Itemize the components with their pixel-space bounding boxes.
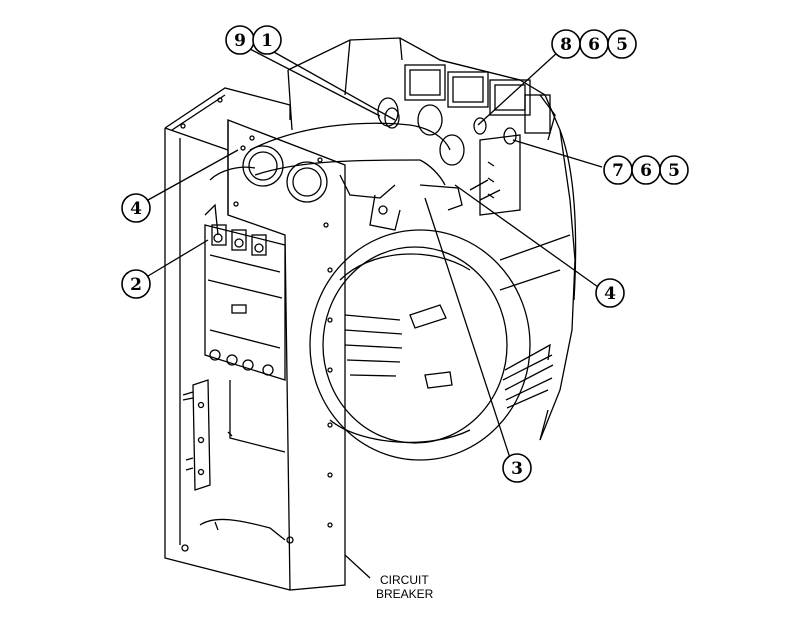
svg-text:2: 2 bbox=[130, 275, 142, 295]
callout-7: 7 bbox=[603, 155, 633, 185]
circuit-breaker bbox=[204, 224, 286, 453]
svg-text:8: 8 bbox=[560, 35, 572, 55]
svg-text:BREAKER: BREAKER bbox=[376, 587, 434, 601]
alternator-stator bbox=[204, 166, 531, 461]
generator-housing bbox=[287, 37, 577, 441]
svg-text:5: 5 bbox=[616, 35, 628, 55]
svg-text:9: 9 bbox=[234, 31, 246, 51]
leader-lines bbox=[147, 46, 603, 579]
svg-text:3: 3 bbox=[511, 459, 523, 479]
svg-text:5: 5 bbox=[668, 161, 680, 181]
callout-2: 2 bbox=[121, 269, 151, 299]
callout-1: 1 bbox=[252, 25, 282, 55]
control-enclosure bbox=[164, 87, 294, 591]
svg-text:6: 6 bbox=[588, 35, 600, 55]
harness-conduit bbox=[249, 97, 517, 231]
callout-5-top: 5 bbox=[607, 29, 637, 59]
callout-4-left: 4 bbox=[121, 193, 151, 223]
svg-text:1: 1 bbox=[261, 31, 273, 51]
callout-9: 9 bbox=[225, 25, 255, 55]
callout-4-right: 4 bbox=[595, 278, 625, 308]
callout-5-mid: 5 bbox=[659, 155, 689, 185]
svg-text:4: 4 bbox=[130, 199, 142, 219]
svg-text:6: 6 bbox=[640, 161, 652, 181]
callout-8: 8 bbox=[551, 29, 581, 59]
callout-3: 3 bbox=[502, 453, 532, 483]
callouts: 9 1 8 6 5 7 6 5 bbox=[121, 25, 689, 483]
svg-text:CIRCUIT: CIRCUIT bbox=[380, 573, 429, 587]
callout-6-mid: 6 bbox=[631, 155, 661, 185]
circuit-breaker-label: CIRCUIT BREAKER bbox=[376, 573, 434, 601]
mounting-plate bbox=[227, 119, 346, 591]
callout-6-top: 6 bbox=[579, 29, 609, 59]
svg-text:4: 4 bbox=[604, 284, 616, 304]
svg-text:7: 7 bbox=[612, 161, 624, 181]
